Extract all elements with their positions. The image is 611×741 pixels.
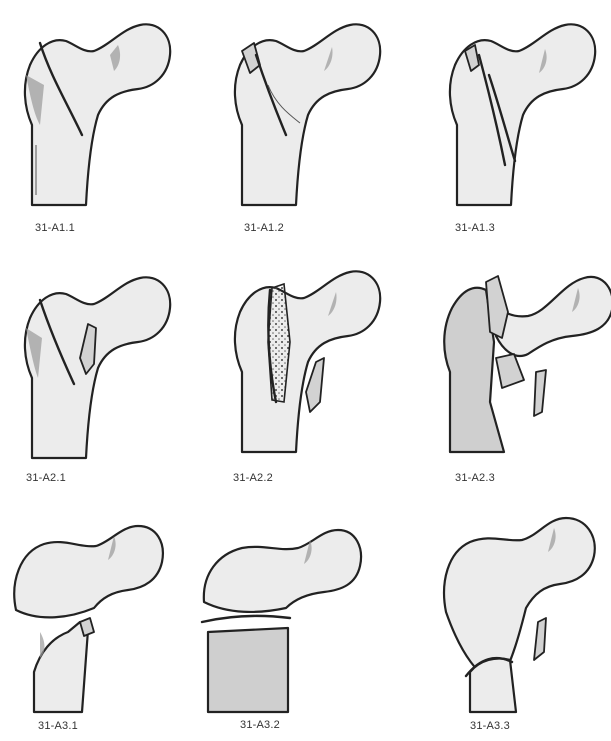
diagram-31-a3-1 <box>14 526 163 712</box>
diagram-31-a2-3 <box>444 276 611 452</box>
label-31-a3-1: 31-A3.1 <box>38 720 78 732</box>
label-31-a2-1: 31-A2.1 <box>26 472 66 484</box>
label-31-a3-3: 31-A3.3 <box>470 720 510 732</box>
diagram-31-a2-1 <box>25 277 170 458</box>
label-31-a1-2: 31-A1.2 <box>244 222 284 234</box>
label-31-a1-3: 31-A1.3 <box>455 222 495 234</box>
diagram-31-a3-3 <box>444 518 595 712</box>
label-31-a1-1: 31-A1.1 <box>35 222 75 234</box>
label-31-a2-3: 31-A2.3 <box>455 472 495 484</box>
diagram-31-a1-1 <box>25 24 170 205</box>
label-31-a3-2: 31-A3.2 <box>240 719 280 731</box>
diagram-31-a1-2 <box>235 24 380 205</box>
label-31-a2-2: 31-A2.2 <box>233 472 273 484</box>
diagram-31-a2-2 <box>235 271 380 452</box>
diagram-31-a3-2 <box>202 530 361 712</box>
diagram-31-a1-3 <box>450 24 595 205</box>
